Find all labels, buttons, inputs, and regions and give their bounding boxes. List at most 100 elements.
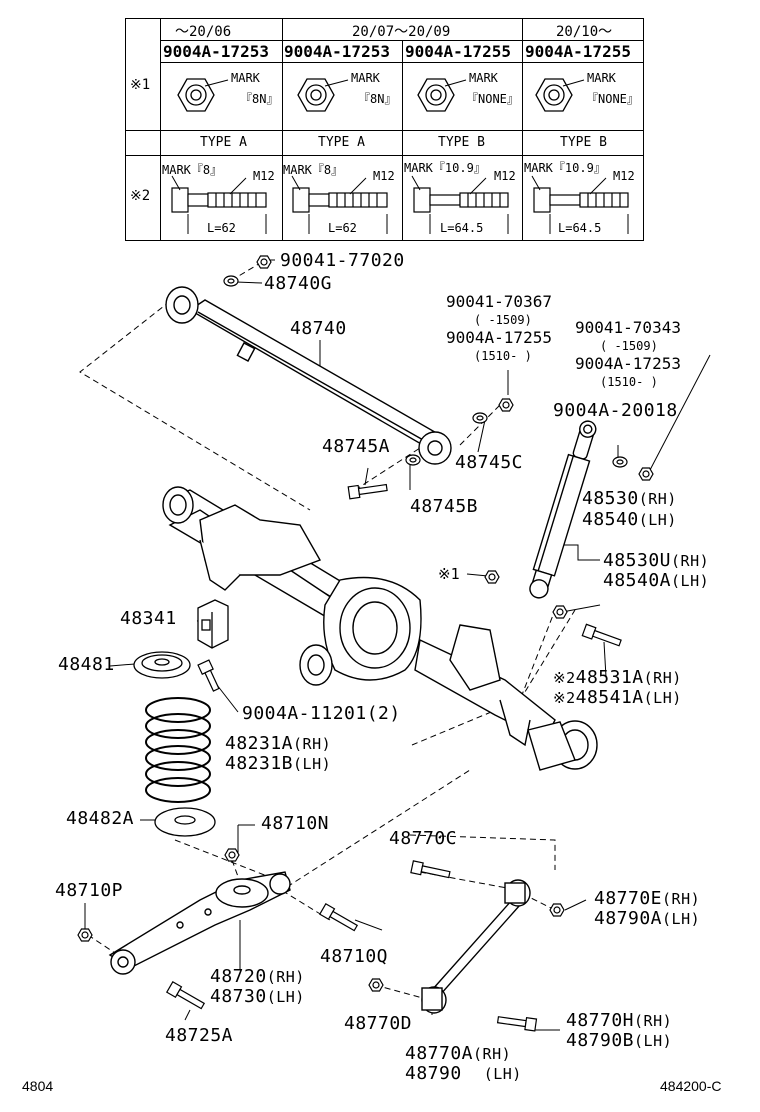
coil-spring [145,697,211,803]
label-17253-range: (1510- ) [600,375,658,389]
label-48770h-rh: 48770H(RH) [566,1010,673,1031]
label-48541a-lh: ※248541A(LH) [553,687,682,708]
spring-lower-seat [154,807,216,837]
small-hardware [77,255,654,1032]
label-48740: 48740 [290,318,347,339]
period-header-3: 20/10～ [556,24,613,40]
label-70367-range: ( -1509) [474,313,532,327]
label-48770e-rh: 48770E(RH) [594,888,701,909]
nut-icon [484,570,500,584]
label-48740g: 48740G [264,273,333,294]
spec-table-grid [125,18,644,241]
bolt-icon [410,860,451,879]
bolt-icon [197,659,220,692]
bolt-icon [581,623,622,647]
table-nut-icon [177,78,215,112]
label-48725a: 48725A [165,1025,234,1046]
period-header-1: ～20/06 [175,24,232,40]
label-48745a: 48745A [322,436,391,457]
label-48341: 48341 [120,608,177,629]
table-part-number-4: 9004A-17255 [525,42,631,61]
row1-key: ※1 [130,77,151,93]
nut-icon [498,398,514,412]
table-part-number-3: 9004A-17255 [405,42,511,61]
row2-key: ※2 [130,188,151,204]
type-label-3: TYPE B [438,135,485,150]
label-48745c: 48745C [455,452,524,473]
label-48482a: 48482A [66,808,135,829]
bolt-length-1: L=62 [207,221,236,235]
nut-mark-value-1: 『8N』 [240,92,279,106]
washer-icon [223,275,239,287]
nut-icon [638,467,654,481]
nut-icon [77,928,93,942]
label-48790-lh: 48790(LH) [405,1063,522,1084]
bolt-icon [496,1016,538,1032]
table-part-number-1: 9004A-17253 [163,42,269,61]
washer-icon [612,456,628,468]
washer-icon [472,412,488,424]
washer-icon [405,454,421,466]
bolt-thread-4: M12 [613,169,635,183]
label-48730-lh: 48730(LH) [210,986,305,1007]
table-bolt-icon [292,187,388,213]
label-90041-77020: 90041-77020 [280,250,405,271]
bolt-length-3: L=64.5 [440,221,484,235]
table-part-number-2: 9004A-17253 [284,42,390,61]
nut-mark-value-4: 『NONE』 [586,92,639,106]
spring-upper-seat [133,651,191,679]
label-48720-rh: 48720(RH) [210,966,305,987]
bolt-mark-3: MARK『10.9』 [404,161,486,175]
bolt-icon [318,902,359,932]
bolt-icon [165,980,206,1010]
label-48710p: 48710P [55,880,124,901]
label-9004a-17253: 9004A-17253 [575,354,681,373]
bolt-icon [347,483,388,500]
label-48710n: 48710N [261,813,330,834]
shock-absorber [529,420,597,599]
label-48540-lh: 48540(LH) [582,509,677,530]
label-9004a-11201: 9004A-11201(2) [242,703,401,724]
label-48770d: 48770D [344,1013,413,1034]
label-70343-range: ( -1509) [600,339,658,353]
label-90041-70367: 90041-70367 [446,292,552,311]
upper-control-arm [421,879,531,1014]
nut-icon [549,903,565,917]
label-48231b-lh: 48231B(LH) [225,753,332,774]
bolt-thread-1: M12 [253,169,275,183]
nut-mark-value-3: 『NONE』 [466,92,519,106]
footer-left-code: 4804 [22,1078,54,1094]
bolt-thread-3: M12 [494,169,516,183]
bolt-thread-2: M12 [373,169,395,183]
table-nut-icon [297,78,335,112]
bolt-mark-1: MARK『8』 [162,163,223,177]
nut-mark-2: MARK [351,71,380,85]
table-nut-icon [417,78,455,112]
table-bolt-icon [413,187,509,213]
label-48770c: 48770C [389,828,458,849]
label-48540a-lh: 48540A(LH) [603,570,710,591]
label-90041-70343: 90041-70343 [575,318,681,337]
label-48790a-lh: 48790A(LH) [594,908,701,929]
table-bolt-icon [171,187,267,213]
bolt-length-2: L=62 [328,221,357,235]
type-label-2: TYPE A [318,135,365,150]
label-48531a-rh: ※248531A(RH) [553,667,682,688]
label-9004a-20018: 9004A-20018 [553,400,678,421]
nut-mark-1: MARK [231,71,260,85]
type-label-1: TYPE A [200,135,247,150]
nut-mark-3: MARK [469,71,498,85]
nut-icon [552,605,568,619]
table-bolt-icon [533,187,629,213]
bump-stopper [197,599,229,649]
lower-control-arm [108,871,291,975]
label-48770a-rh: 48770A(RH) [405,1043,512,1064]
nut-icon [368,978,384,992]
bolt-mark-4: MARK『10.9』 [524,161,606,175]
period-header-2: 20/07～20/09 [352,24,451,40]
nut-icon [224,848,240,862]
nut-icon [256,255,272,269]
label-mark1: ※1 [438,565,460,583]
nut-mark-value-2: 『8N』 [358,92,397,106]
